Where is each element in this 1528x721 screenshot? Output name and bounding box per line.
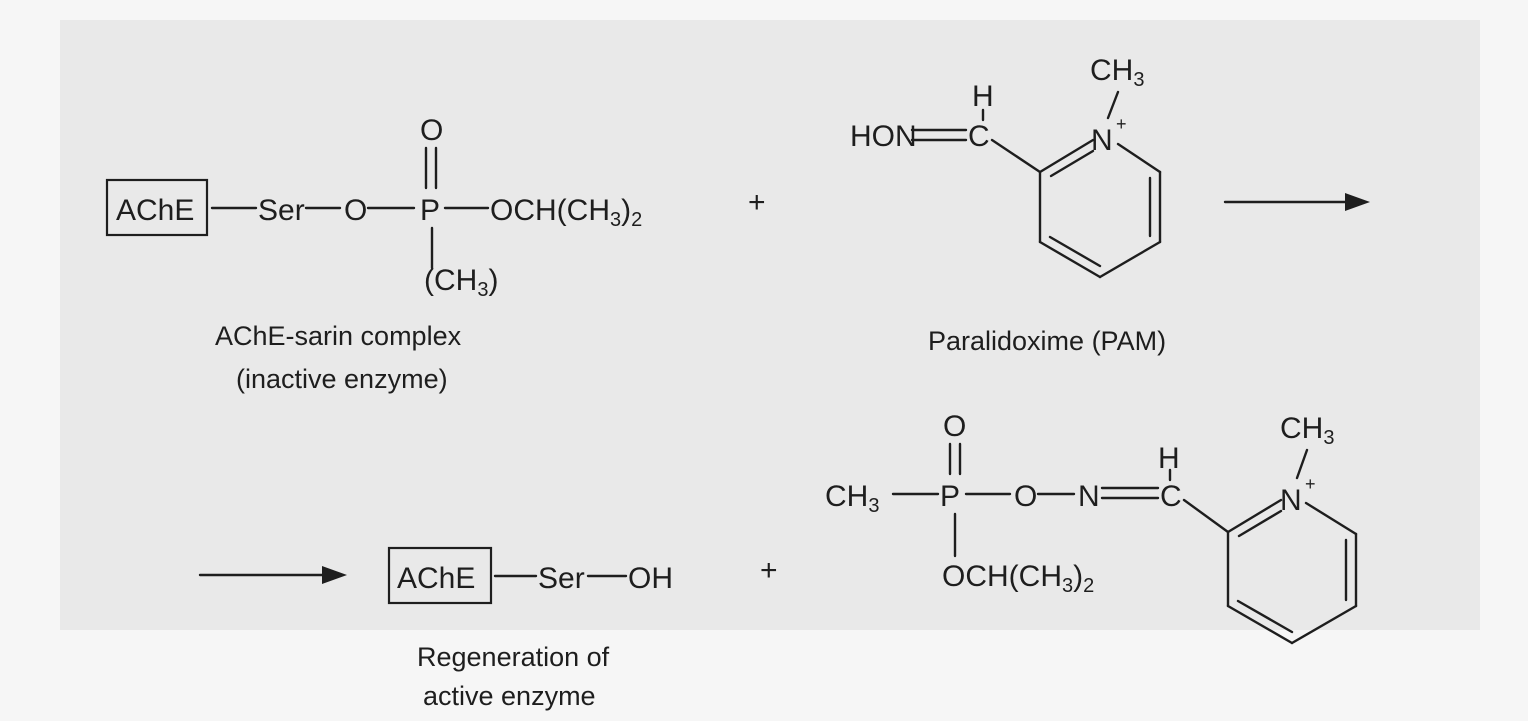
atom-c2: C (1160, 480, 1182, 513)
bond-n-methyl (1106, 90, 1120, 120)
ache-enzyme-box (105, 178, 209, 237)
atom-ser-2: Ser (538, 562, 585, 595)
ring1-bond-2 (1116, 142, 1162, 174)
caption-ache-sarin-line1: AChE-sarin complex (215, 321, 462, 351)
caption-regeneration-line1: Regeneration of (417, 642, 610, 672)
plus-sign-2: + (760, 554, 778, 587)
bond-c-ring (990, 138, 1042, 174)
atom-h: H (972, 80, 994, 113)
atom-hon: HON (850, 120, 917, 153)
atom-ring-methyl: CH3 (1090, 54, 1144, 91)
ring2-bond-4 (1290, 604, 1358, 645)
ring2-bond-5-inner (1236, 599, 1294, 634)
paralidoxime: HON C H N + CH3 Paralidoxime (PAM) (850, 54, 1166, 356)
atom-p2-o: O (1014, 480, 1037, 513)
figure-panel (60, 20, 1480, 630)
caption-ache-sarin-line2: (inactive enzyme) (236, 364, 448, 394)
atom-ser: Ser (258, 194, 305, 227)
caption-paralidoxime: Paralidoxime (PAM) (928, 326, 1166, 356)
atom-ring-n: N (1091, 124, 1113, 157)
ring1-bond-1 (1038, 138, 1095, 174)
atom-methyl: (CH3) (424, 264, 498, 301)
atom-oh: OH (628, 562, 673, 595)
reaction-arrow-1 (1223, 193, 1370, 211)
atom-p2-methyl: CH3 (825, 480, 879, 517)
ring1-bond-5 (1038, 240, 1102, 279)
ache-sarin-complex: AChE Ser O P O OCH(CH3)2 (CH3) AChE-sari… (105, 114, 642, 394)
atom-o: O (344, 194, 367, 227)
charge-plus-2: + (1305, 474, 1316, 494)
ring2-bond-1 (1226, 498, 1283, 534)
atom-p2-double-o: O (943, 410, 966, 443)
atom-h2: H (1158, 442, 1180, 475)
atom-ring2-methyl: CH3 (1280, 412, 1334, 449)
atom-oxime-n: N (1078, 480, 1100, 513)
atom-p: P (420, 194, 440, 227)
atom-p2: P (940, 480, 960, 513)
ring1-bond-5-inner (1048, 235, 1102, 268)
regenerated-enzyme: AChE Ser OH Regeneration of active enzym… (387, 546, 673, 711)
ring2-bond-2 (1304, 501, 1358, 536)
atom-p2-isopropoxy: OCH(CH3)2 (942, 560, 1094, 597)
atom-c: C (968, 120, 990, 153)
ring2-bond-1-inner (1237, 509, 1283, 538)
atom-double-o: O (420, 114, 443, 147)
plus-sign-1: + (748, 186, 766, 219)
ring2-bond-5 (1226, 604, 1294, 645)
charge-plus: + (1116, 114, 1127, 134)
atom-isopropoxy: OCH(CH3)2 (490, 194, 642, 231)
ache-box-label: AChE (116, 194, 194, 227)
reaction-arrow-2 (198, 566, 347, 584)
atom-ring2-n: N (1280, 484, 1302, 517)
ring1-bond-1-inner (1049, 149, 1095, 178)
ache-enzyme-box-2 (387, 546, 493, 605)
ring1-bond-4 (1098, 240, 1162, 279)
bond-c2-ring (1182, 498, 1230, 534)
bond-n2-methyl (1295, 448, 1309, 480)
caption-regeneration-line2: active enzyme (423, 681, 596, 711)
ache-box-label-2: AChE (397, 562, 475, 595)
phosphonylated-oxime: CH3 P O O N C H OCH(CH3)2 N + CH3 (825, 410, 1358, 645)
